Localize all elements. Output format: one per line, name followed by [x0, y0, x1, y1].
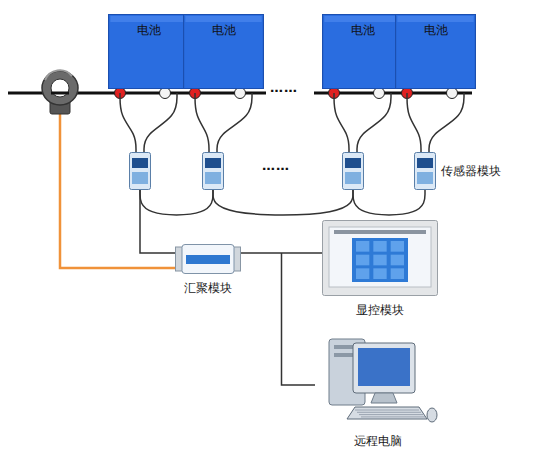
node-outline	[175, 244, 241, 274]
sensor-module	[202, 152, 224, 190]
sensor-module	[342, 152, 364, 190]
ellipsis-mark: ……	[262, 158, 290, 173]
battery-box: 电池	[322, 14, 403, 89]
signal-wire	[120, 93, 177, 152]
battery-box: 电池	[108, 14, 189, 89]
battery-label: 电池	[108, 14, 189, 37]
signal-wire	[353, 190, 425, 215]
current-clamp	[42, 70, 78, 114]
sensor-module	[129, 152, 151, 190]
battery-box: 电池	[395, 14, 476, 89]
signal-wire	[140, 190, 175, 253]
node-outline	[129, 152, 151, 190]
battery-box: 电池	[183, 14, 264, 89]
remote-computer: 远程电脑	[315, 335, 440, 427]
signal-wire	[407, 93, 464, 152]
signal-wire	[334, 93, 391, 152]
display-panel: 显控模块	[322, 220, 438, 296]
node-outline	[414, 152, 436, 190]
node-outline	[315, 335, 440, 427]
signal-wire	[195, 93, 252, 152]
current-wire	[60, 112, 175, 268]
battery-label: 电池	[395, 14, 476, 37]
node-outline	[342, 152, 364, 190]
ellipsis-mark: ……	[270, 80, 298, 95]
signal-wire	[213, 190, 353, 215]
sensor-module: 传感器模块	[414, 152, 436, 190]
module-label: 显控模块	[356, 303, 404, 317]
battery-label: 电池	[322, 14, 403, 37]
node-outline	[322, 220, 438, 296]
node-outline	[202, 152, 224, 190]
module-label: 汇聚模块	[184, 281, 232, 295]
battery-label: 电池	[183, 14, 264, 37]
module-label: 远程电脑	[354, 434, 402, 448]
hub-module: 汇聚模块	[175, 244, 241, 274]
module-label: 传感器模块	[441, 164, 501, 178]
signal-wire	[282, 253, 316, 385]
signal-wire	[140, 190, 213, 215]
